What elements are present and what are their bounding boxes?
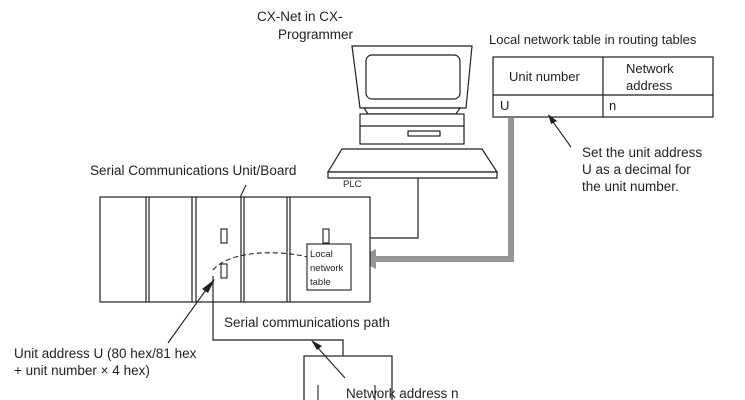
keyboard (326, 148, 499, 173)
unit-address-line2: + unit number × 4 hex) (14, 363, 150, 378)
col-network-line2: address (626, 78, 673, 93)
col-unit-number: Unit number (509, 69, 580, 84)
serial-port-lower (220, 263, 228, 279)
dashed-link (212, 252, 308, 271)
routing-table-title: Local network table in routing tables (489, 32, 697, 47)
computer-case (359, 113, 465, 145)
bottom-device (303, 355, 393, 400)
routing-table (492, 56, 714, 118)
row-unit-value: U (500, 98, 509, 113)
plc-label: PLC (343, 179, 362, 190)
computer-label-line1: CX-Net in CX- (257, 9, 343, 24)
note-line2: U as a decimal for (582, 162, 691, 177)
local-table-line1: Local (310, 249, 333, 260)
note-line1: Set the unit address (582, 145, 702, 160)
local-table-line2: network (310, 263, 344, 274)
computer-icon (326, 45, 499, 179)
computer-label-line2: Programmer (278, 27, 354, 42)
monitor-screen (365, 54, 461, 100)
cpu-port (322, 228, 330, 244)
serial-unit-label: Serial Communications Unit/Board (90, 163, 296, 178)
row-network-value: n (609, 98, 616, 113)
local-network-table-box (306, 243, 352, 291)
unit-address-line1: Unit address U (80 hex/81 hex (14, 346, 197, 361)
network-address-arrowhead (311, 340, 322, 350)
network-address-label: Network address n (346, 386, 459, 400)
monitor-base (362, 107, 462, 115)
local-table-line3: table (310, 277, 331, 288)
unit-address-arrowhead (202, 279, 215, 293)
note-line3: the unit number. (582, 179, 679, 194)
note-arrowhead (548, 114, 557, 124)
serial-port-upper (220, 228, 228, 244)
serial-path-label: Serial communications path (224, 315, 390, 330)
col-network-line1: Network (626, 61, 674, 76)
